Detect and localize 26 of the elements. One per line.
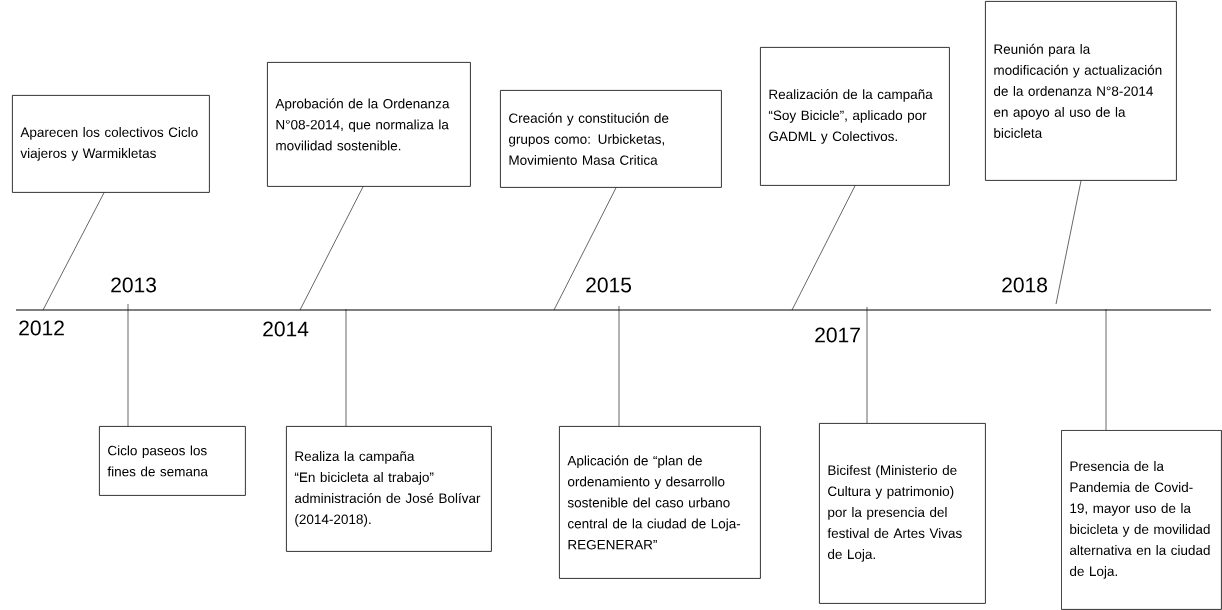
event-box: Ciclo paseos los fines de semana [99,426,246,496]
event-box: Aprobación de la Ordenanza N°08-2014, que normaliza la movilidad sostenible. [267,62,471,187]
event-box: Aparecen los colectivos Ciclo viajeros y Warmikletas [12,95,210,193]
event-box: Presencia de la Pandemia de Covid-19, mayor uso de la bicicleta y de movilidad alternativa en la ciudad de Loja. [1061,430,1222,610]
event-box: Reunión para la modificación y actualización de la ordenanza N°8-2014 en apoyo al uso de la bicicleta [985,1,1177,181]
leader-line [299,186,364,311]
leader-line [618,305,620,427]
leader-line [127,303,129,427]
leader-line [553,187,617,311]
leader-line [42,192,105,311]
event-box: Bicifest (Ministerio de Cultura y patrimonio) por la presencia del festival de Artes Vivas de Loja. [819,423,986,604]
leader-line [345,308,347,427]
event-box: Realiza la campaña “En bicicleta al trabajo” administración de José Bolívar (2014-2018). [286,426,492,552]
year-label: 2012 [19,320,64,336]
year-label: 2018 [1002,277,1047,293]
event-box: Aplicación de “plan de ordenamiento y desarrollo sostenible del caso urbano central de la ciudad de Loja-REGENERAR” [559,426,761,579]
year-label: 2017 [815,327,860,343]
event-box: Realización de la campaña “Soy Bicicle”, aplicado por GADML y Colectivos. [760,47,950,186]
year-label: 2013 [111,277,156,293]
leader-line [1105,308,1107,431]
year-label: 2015 [586,277,632,293]
year-label: 2014 [263,321,309,337]
leader-line [866,306,868,424]
leader-line [791,185,856,311]
leader-line [1055,180,1082,305]
event-box: Creación y constitución de grupos como: Urbicketas, Movimiento Masa Critica [500,90,722,188]
